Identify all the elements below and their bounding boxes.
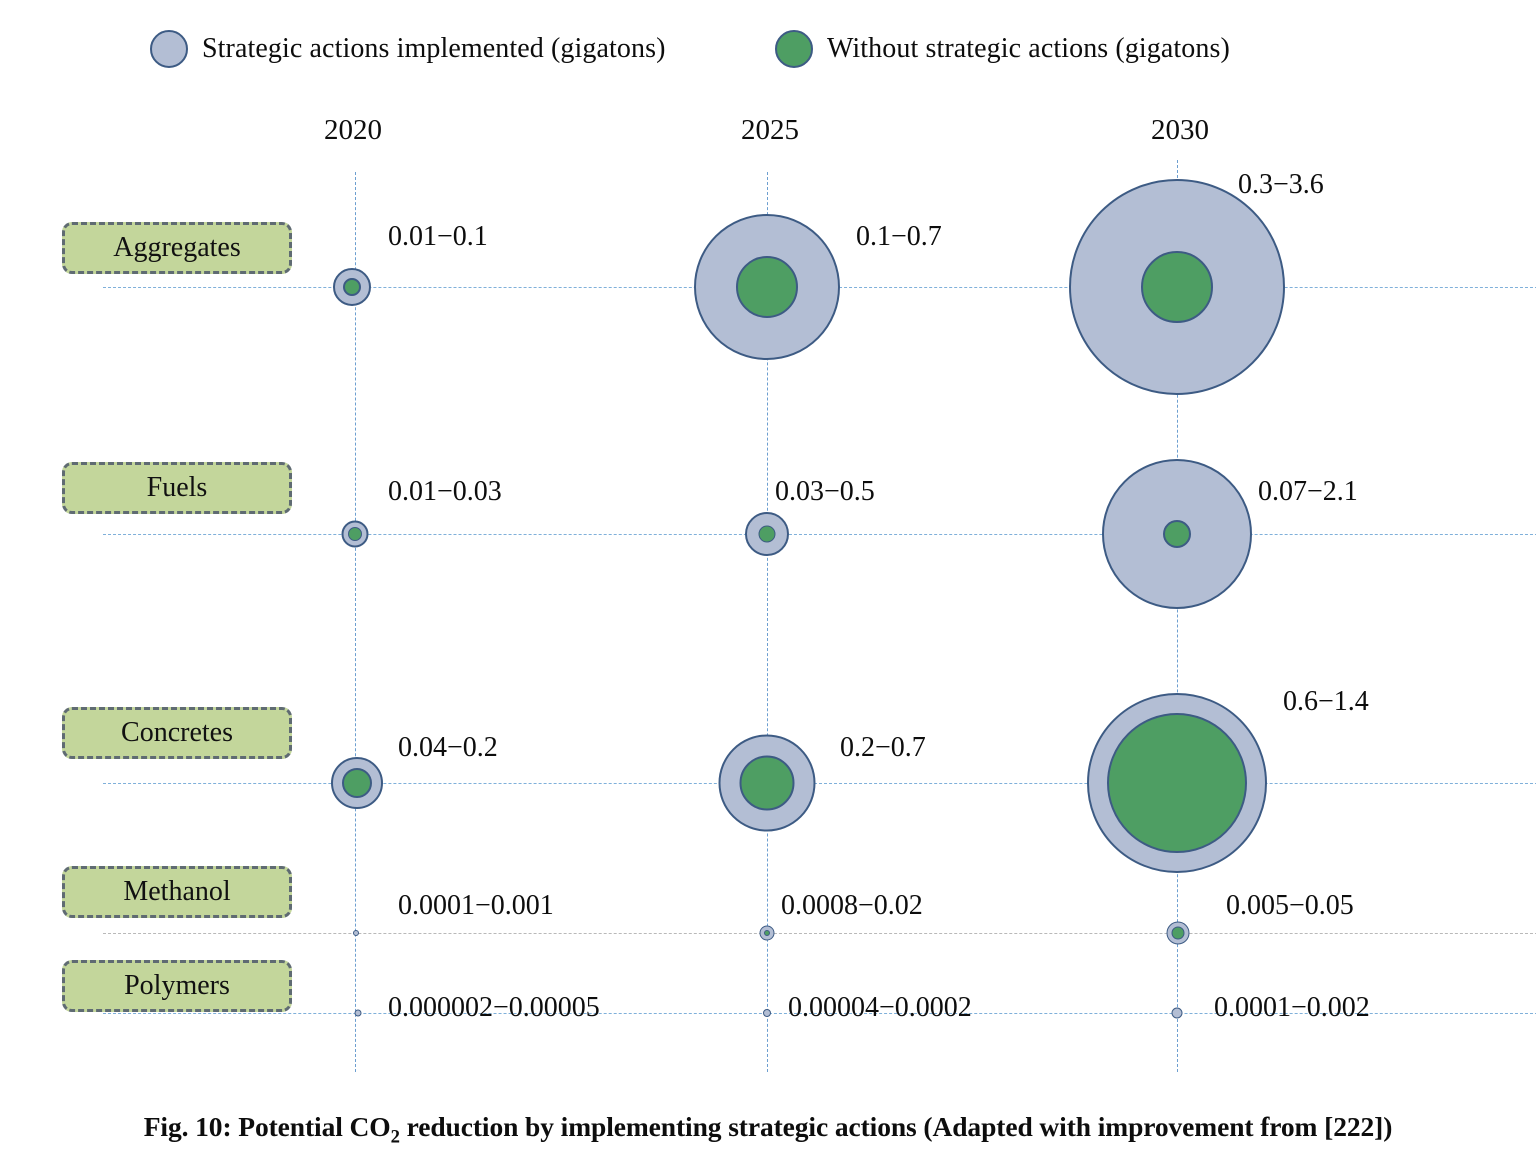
bubble-outer-polymers-2030 [1171, 1007, 1183, 1019]
legend-label-without-strategic-actions: Without strategic actions (gigatons) [827, 33, 1230, 64]
circle-swatch-green-icon [775, 30, 813, 68]
legend-item-strategic-actions: Strategic actions implemented (gigatons) [150, 30, 666, 68]
bubble-outer-methanol-2020 [353, 930, 359, 936]
chart-legend: Strategic actions implemented (gigatons)… [150, 30, 1390, 84]
gridline-vertical-2025 [767, 172, 768, 1072]
value-label-fuels-2025: 0.03−0.5 [775, 476, 875, 507]
bubble-outer-polymers-2025 [763, 1009, 771, 1017]
value-label-polymers-2025: 0.00004−0.0002 [788, 992, 972, 1023]
value-label-aggregates-2025: 0.1−0.7 [856, 221, 942, 252]
gridline-horizontal-methanol [103, 933, 1536, 934]
gridline-horizontal-polymers [103, 1013, 1536, 1014]
bubble-inner-methanol-2030 [1171, 926, 1185, 940]
value-label-aggregates-2030: 0.3−3.6 [1238, 169, 1324, 200]
bubble-inner-concretes-2020 [342, 768, 372, 798]
value-label-concretes-2025: 0.2−0.7 [840, 732, 926, 763]
category-label-concretes: Concretes [62, 707, 292, 759]
category-label-aggregates-text: Aggregates [113, 232, 241, 263]
year-header-2030: 2030 [1151, 114, 1209, 146]
value-label-concretes-2030: 0.6−1.4 [1283, 686, 1369, 717]
value-label-polymers-2020: 0.000002−0.00005 [388, 992, 600, 1023]
year-header-2020: 2020 [324, 114, 382, 146]
value-label-fuels-2020: 0.01−0.03 [388, 476, 502, 507]
bubble-inner-concretes-2030 [1107, 713, 1247, 853]
figure-caption-reference: [222] [1324, 1110, 1384, 1142]
value-label-methanol-2025: 0.0008−0.02 [781, 890, 923, 921]
bubble-inner-fuels-2030 [1163, 520, 1191, 548]
category-label-polymers-text: Polymers [124, 970, 230, 1001]
bubble-inner-fuels-2020 [348, 527, 362, 541]
plot-area: Aggregates Fuels Concretes Methanol Poly… [62, 160, 1536, 1072]
value-label-concretes-2020: 0.04−0.2 [398, 732, 498, 763]
category-label-fuels-text: Fuels [146, 472, 208, 503]
figure-caption: Fig. 10: Potential CO2 reduction by impl… [0, 1111, 1536, 1149]
value-label-fuels-2030: 0.07−2.1 [1258, 476, 1358, 507]
category-label-aggregates: Aggregates [62, 222, 292, 274]
figure-caption-text: Fig. 10: Potential CO2 reduction by impl… [143, 1110, 1325, 1148]
category-label-polymers: Polymers [62, 960, 292, 1012]
bubble-inner-aggregates-2020 [343, 278, 361, 296]
bubble-outer-polymers-2020 [354, 1009, 362, 1017]
category-label-fuels: Fuels [62, 462, 292, 514]
category-label-methanol-text: Methanol [123, 876, 231, 907]
gridline-vertical-2020 [355, 172, 356, 1072]
legend-item-without-strategic-actions: Without strategic actions (gigatons) [775, 30, 1230, 68]
gridline-horizontal-fuels [103, 534, 1536, 535]
legend-label-strategic-actions: Strategic actions implemented (gigatons) [202, 33, 666, 64]
bubble-inner-concretes-2025 [739, 755, 795, 811]
gridline-horizontal-concretes [103, 783, 1536, 784]
circle-swatch-blue-icon [150, 30, 188, 68]
bubble-inner-aggregates-2025 [736, 256, 798, 318]
bubble-inner-methanol-2025 [764, 930, 770, 936]
value-label-aggregates-2020: 0.01−0.1 [388, 221, 488, 252]
value-label-polymers-2030: 0.0001−0.002 [1214, 992, 1370, 1023]
bubble-inner-aggregates-2030 [1141, 251, 1213, 323]
year-header-2025: 2025 [741, 114, 799, 146]
value-label-methanol-2020: 0.0001−0.001 [398, 890, 554, 921]
figure-caption-closing: ) [1383, 1110, 1393, 1142]
value-label-methanol-2030: 0.005−0.05 [1226, 890, 1354, 921]
category-label-concretes-text: Concretes [121, 717, 233, 748]
bubble-inner-fuels-2025 [758, 525, 776, 543]
gridline-vertical-2030 [1177, 160, 1178, 1072]
category-label-methanol: Methanol [62, 866, 292, 918]
